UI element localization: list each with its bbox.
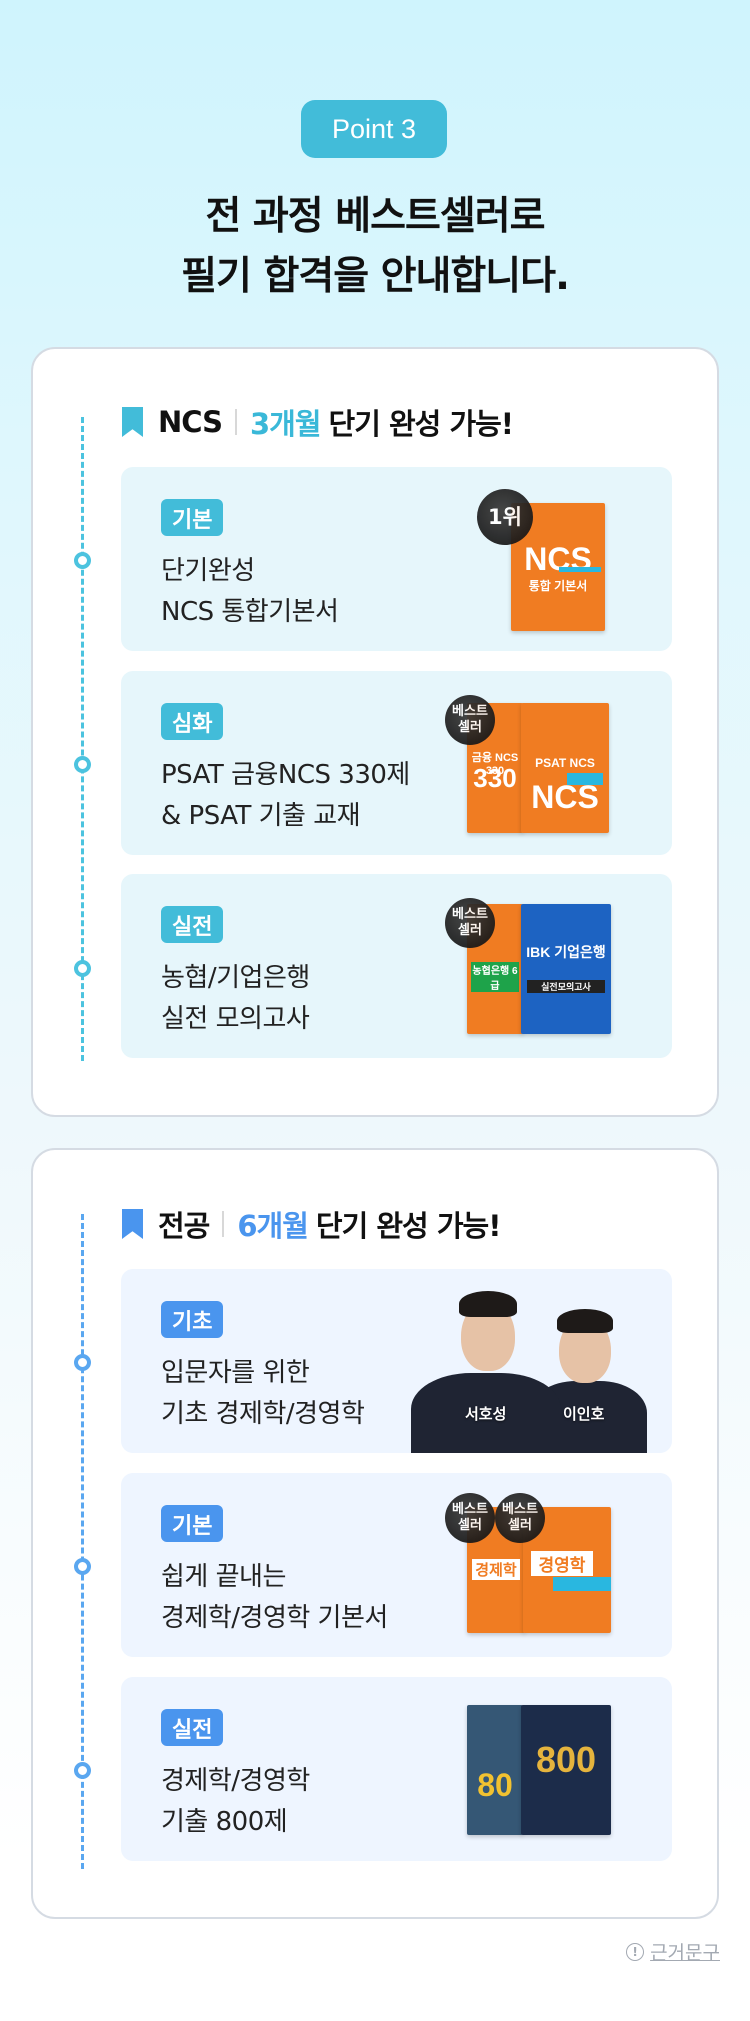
book-title: 80 [477,1767,513,1803]
book-title: 경영학 [531,1551,593,1576]
book-title: 800 [535,1739,597,1780]
course-item[interactable]: 심화 PSAT 금융NCS 330제 & PSAT 기출 교재 금융 NCS 3… [121,671,672,855]
timeline-dot [74,960,91,977]
course-description: 입문자를 위한 기초 경제학/경영학 [161,1353,365,1435]
rank-badge: 1위 [477,489,533,545]
book-cover: IBK 기업은행 실전모의고사 [521,904,611,1034]
bestseller-badge: 베스트 셀러 [445,695,495,745]
book-subtitle: 통합 기본서 [528,579,588,593]
instructor-hair [459,1291,517,1317]
section-title: NCS 3개월 단기 완성 가능! [122,401,514,443]
course-line-1: 입문자를 위한 [161,1358,310,1388]
section-title-rest: 단기 완성 가능! [328,407,514,441]
level-tag: 기본 [161,1505,224,1542]
timeline-dot [74,1558,91,1575]
book-title: 농협은행 6급 [471,962,519,992]
book-title: 경제학 [472,1559,520,1580]
section-category: 전공 [158,1209,210,1243]
course-description: 농협/기업은행 실전 모의고사 [161,958,310,1040]
book-cover: PSAT NCS NCS [521,703,609,833]
title-divider [222,1211,225,1237]
course-line-2: 기초 경제학/경영학 [161,1399,365,1429]
major-section-card: 전공 6개월 단기 완성 가능! 기초 입문자를 위한 기초 경제학/경영학 이… [31,1148,719,1919]
evidence-footnote[interactable]: ! 근거문구 [626,1938,720,1965]
course-item[interactable]: 기본 단기완성 NCS 통합기본서 NCS 통합 기본서 1위 [121,467,672,651]
book-cover-image: NCS 통합 기본서 1위 [477,489,627,631]
level-tag: 심화 [161,703,224,740]
course-line-1: 단기완성 [161,556,255,586]
book-title: NCS [524,541,592,577]
timeline-line [81,1214,84,1869]
instructor-name: 이인호 [563,1405,605,1423]
course-line-1: 경제학/경영학 [161,1766,310,1796]
bestseller-badge: 베스트 셀러 [445,1493,495,1543]
book-strip [559,567,601,572]
course-line-1: 농협/기업은행 [161,963,310,993]
bestseller-badge: 베스트 셀러 [445,898,495,948]
section-duration: 3개월 [249,407,322,441]
course-description: 쉽게 끝내는 경제학/경영학 기본서 [161,1557,388,1639]
headline-line-1: 전 과정 베스트셀러로 [205,194,545,239]
course-line-1: 쉽게 끝내는 [161,1562,286,1592]
instructor-body [411,1373,561,1453]
timeline-dot [74,756,91,773]
course-item[interactable]: 기본 쉽게 끝내는 경제학/경영학 기본서 경제학 경영학 베스트 셀러 베스트… [121,1473,672,1657]
course-line-2: NCS 통합기본서 [161,597,339,627]
course-line-2: 경제학/경영학 기본서 [161,1603,388,1633]
level-tag: 실전 [161,1709,224,1746]
book-cover-image: 경제학 경영학 베스트 셀러 베스트 셀러 [445,1493,617,1637]
timeline-dot [74,1762,91,1779]
course-description: 경제학/경영학 기출 800제 [161,1761,310,1843]
level-tag: 실전 [161,906,224,943]
course-line-2: & PSAT 기출 교재 [161,801,361,831]
section-title-rest: 단기 완성 가능! [315,1209,501,1243]
book-cover: 80 [467,1705,523,1835]
course-item[interactable]: 기초 입문자를 위한 기초 경제학/경영학 이인호 서호성 [121,1269,672,1453]
bookmark-icon [122,407,143,437]
level-tag: 기본 [161,499,224,536]
timeline-dot [74,552,91,569]
timeline-line [81,417,84,1061]
instructor-photo: 이인호 서호성 [411,1269,671,1453]
section-duration: 6개월 [237,1209,309,1243]
course-line-2: 기출 800제 [161,1807,288,1837]
level-tag: 기초 [161,1301,224,1338]
page-headline: 전 과정 베스트셀러로 필기 합격을 안내합니다. [0,187,750,307]
timeline-dot [74,1354,91,1371]
course-item[interactable]: 실전 경제학/경영학 기출 800제 80 800 [121,1677,672,1861]
evidence-link[interactable]: 근거문구 [650,1942,720,1964]
book-strip [567,773,603,785]
instructor-name: 서호성 [465,1405,507,1423]
book-strip [553,1577,611,1591]
point-badge: Point 3 [301,100,447,158]
course-line-2: 실전 모의고사 [161,1004,310,1034]
ncs-section-card: NCS 3개월 단기 완성 가능! 기본 단기완성 NCS 통합기본서 NCS … [31,347,719,1117]
course-description: PSAT 금융NCS 330제 & PSAT 기출 교재 [161,755,410,837]
headline-line-2: 필기 합격을 안내합니다. [181,254,570,299]
title-divider [234,409,237,435]
book-cover: 800 [521,1705,611,1835]
instructor-hair [557,1309,613,1333]
book-cover: NCS 통합 기본서 [511,503,605,631]
book-cover-image: 금융 NCS 330 330 PSAT NCS NCS 베스트 셀러 [445,695,617,835]
book-title: PSAT NCS [535,756,595,770]
course-description: 단기완성 NCS 통합기본서 [161,551,339,633]
course-item[interactable]: 실전 농협/기업은행 실전 모의고사 농협은행 6급 IBK 기업은행 실전모의… [121,874,672,1058]
book-cover-image: 농협은행 6급 IBK 기업은행 실전모의고사 베스트 셀러 [445,898,617,1038]
book-title: 금융 NCS 330 [471,752,519,777]
section-title: 전공 6개월 단기 완성 가능! [122,1203,501,1245]
book-cover-image: 80 800 [457,1701,617,1841]
course-line-1: PSAT 금융NCS 330제 [161,760,410,790]
info-icon: ! [626,1942,645,1961]
section-category: NCS [158,405,223,439]
bestseller-badge: 베스트 셀러 [495,1493,545,1543]
book-title: IBK 기업은행 [526,944,606,960]
bookmark-icon [122,1209,143,1239]
